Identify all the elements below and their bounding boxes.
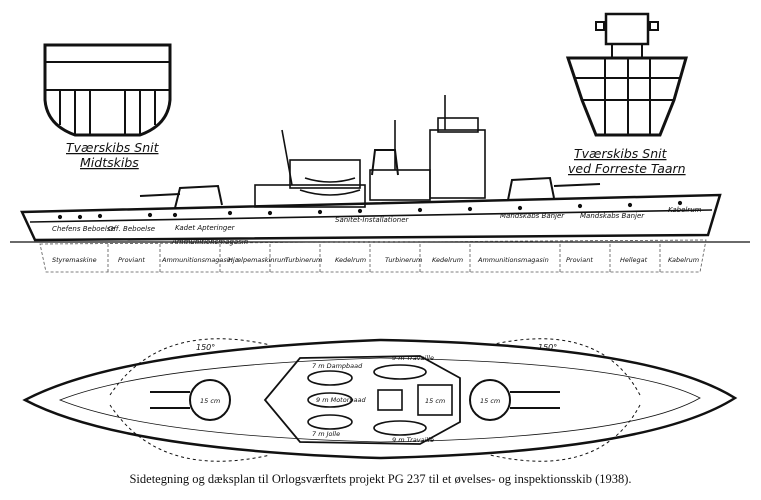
figure-caption: Sidetegning og dæksplan til Orlogsværfte…	[129, 472, 632, 486]
profile-upper-label: Off. Beboelse	[108, 225, 155, 233]
boat-label: 9 m Travaille	[392, 436, 434, 444]
boat-label: 7 m Jolle	[312, 430, 340, 438]
deck-plan-labels: 150° 150° 9 m Travaille 9 m Motorbaad 9 …	[196, 343, 557, 444]
profile-upper-label: Mandskabs Banjer	[580, 212, 645, 220]
profile-lower-label: Kedelrum	[432, 256, 463, 264]
gun-label: 15 cm	[200, 397, 220, 405]
profile-lower-label: Proviant	[566, 256, 593, 264]
forward-section-title: Tværskibs Snit	[574, 146, 668, 161]
profile-upper-labels: Chefens Beboelse Off. Beboelse Kadet Apt…	[52, 206, 702, 246]
arc-of-fire-right: 150°	[538, 343, 557, 352]
profile-lower-label: Ammunitionsmagasin	[477, 256, 549, 264]
profile-lower-label: Styremaskine	[52, 256, 97, 264]
midships-section-drawing	[43, 43, 172, 137]
forward-section-drawing	[565, 12, 688, 137]
profile-lower-label: Turbinerum	[285, 256, 322, 264]
compartment-grid	[39, 239, 707, 273]
midships-section-subtitle: Midtskibs	[80, 155, 139, 170]
profile-lower-label: Kedelrum	[335, 256, 366, 264]
profile-lower-label: Kabelrum	[668, 256, 699, 264]
profile-upper-label: Sanitet-Installationer	[335, 216, 410, 224]
profile-upper-label: Mandskabs Banjer	[500, 212, 565, 220]
deck-plan-drawing	[22, 338, 738, 462]
profile-upper-label: Chefens Beboelse	[52, 225, 115, 233]
arc-of-fire-left: 150°	[196, 343, 215, 352]
profile-lower-label: Hjælpemaskinrum	[228, 256, 288, 264]
profile-lower-label: Proviant	[118, 256, 145, 264]
profile-upper-label: Kadet Apteringer	[175, 224, 236, 232]
profile-lower-labels: Styremaskine Proviant Ammunitionsmagasin…	[52, 256, 699, 264]
profile-lower-label: Turbinerum	[385, 256, 422, 264]
profile-upper-label: Ammunitionsmagasin	[171, 238, 248, 246]
gun-label: 15 cm	[480, 397, 500, 405]
midships-section-title: Tværskibs Snit	[66, 140, 160, 155]
gun-label: 15 cm	[425, 397, 445, 405]
boat-label: 7 m Dampbaad	[312, 362, 363, 370]
profile-upper-label: Kabelrum	[668, 206, 702, 214]
boat-label: 9 m Motorbaad	[316, 396, 366, 404]
forward-section-subtitle: ved Forreste Taarn	[568, 161, 686, 176]
profile-lower-label: Ammunitionsmagasin	[161, 256, 233, 264]
boat-label: 9 m Travaille	[392, 354, 434, 362]
profile-lower-label: Hellegat	[620, 256, 648, 264]
